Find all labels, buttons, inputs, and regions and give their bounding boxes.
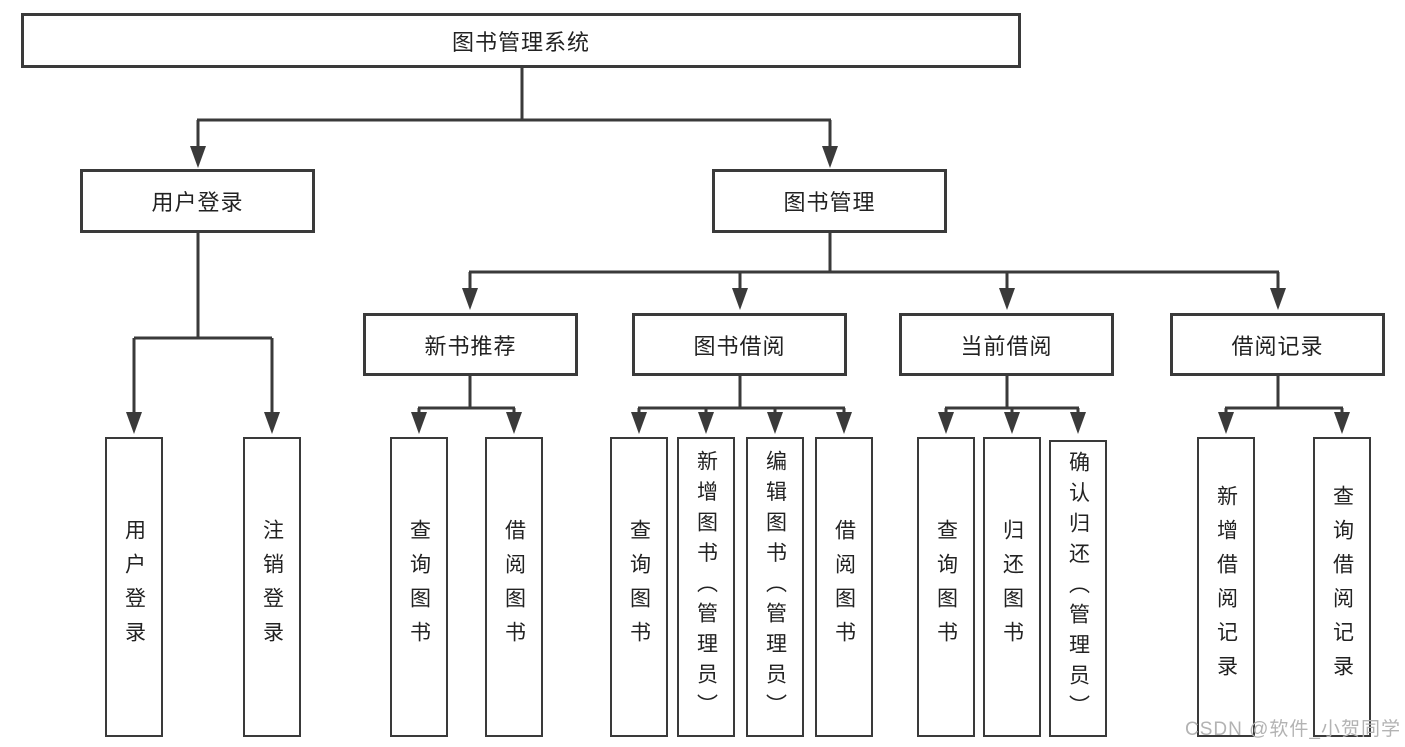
arrowheads xyxy=(126,146,1350,434)
node-leaf-edit-book-admin: 编辑图书（管理员） xyxy=(746,437,804,737)
node-leaf-confirm-return-admin: 确认归还（管理员） xyxy=(1049,440,1107,737)
node-leaf-query-books-current: 查询图书 xyxy=(917,437,975,737)
node-borrowing-records: 借阅记录 xyxy=(1170,313,1385,376)
node-new-book-recommendation: 新书推荐 xyxy=(363,313,578,376)
csdn-watermark: CSDN @软件_小贺同学 xyxy=(1185,719,1401,740)
node-user-login-group: 用户登录 xyxy=(80,169,315,233)
node-book-borrowing: 图书借阅 xyxy=(632,313,847,376)
node-leaf-add-borrow-record: 新增借阅记录 xyxy=(1197,437,1255,737)
node-leaf-query-borrow-record: 查询借阅记录 xyxy=(1313,437,1371,737)
node-leaf-user-login: 用户登录 xyxy=(105,437,163,737)
node-leaf-query-books-recommend: 查询图书 xyxy=(390,437,448,737)
node-root-system: 图书管理系统 xyxy=(21,13,1021,68)
node-current-borrowing: 当前借阅 xyxy=(899,313,1114,376)
node-leaf-borrow-books-recommend: 借阅图书 xyxy=(485,437,543,737)
node-leaf-query-books-borrow: 查询图书 xyxy=(610,437,668,737)
node-leaf-borrow-books: 借阅图书 xyxy=(815,437,873,737)
node-leaf-logout: 注销登录 xyxy=(243,437,301,737)
node-leaf-add-book-admin: 新增图书（管理员） xyxy=(677,437,735,737)
node-book-management: 图书管理 xyxy=(712,169,947,233)
node-leaf-return-books: 归还图书 xyxy=(983,437,1041,737)
